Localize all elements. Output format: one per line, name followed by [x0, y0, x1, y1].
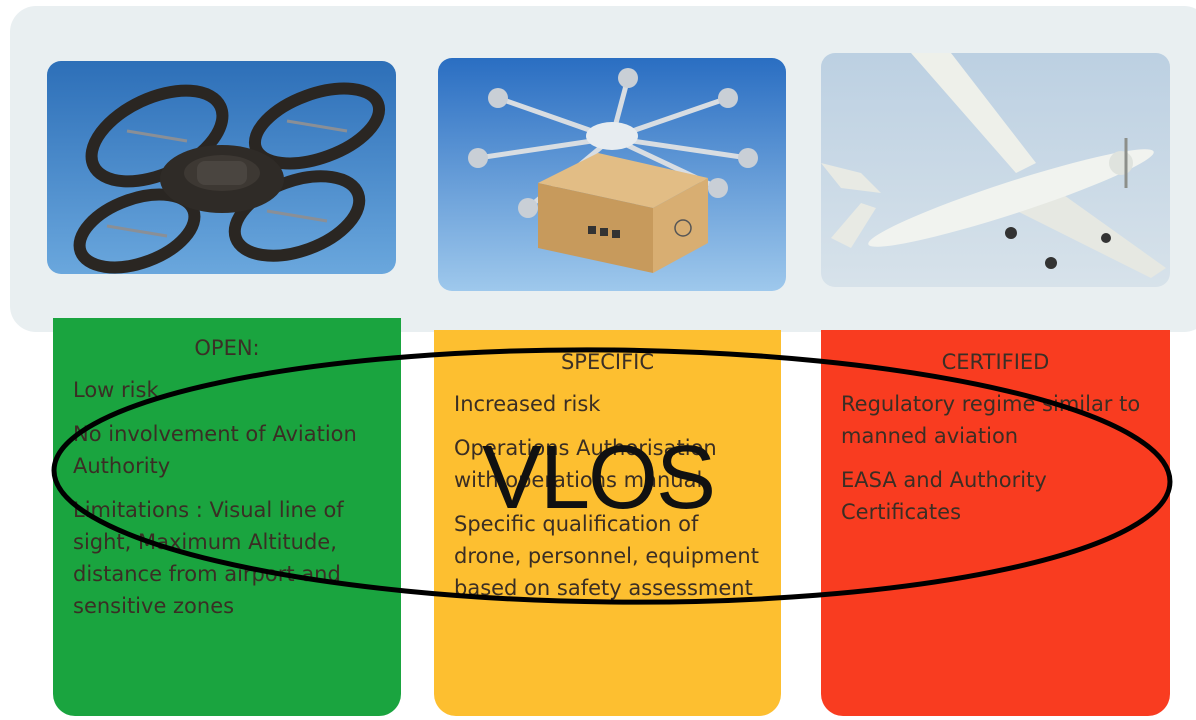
vlos-label: VLOS — [481, 428, 716, 528]
card-open-item: Low risk — [73, 378, 159, 402]
delivery-drone-photo — [438, 58, 786, 291]
card-specific-item: Increased risk — [454, 392, 601, 416]
card-certified-title: CERTIFIED — [941, 350, 1050, 374]
fixed-wing-uav-photo — [821, 53, 1170, 287]
card-open-title: OPEN: — [194, 336, 260, 360]
card-specific-title: SPECIFIC — [560, 350, 655, 374]
quadcopter-drone-photo — [47, 61, 396, 274]
